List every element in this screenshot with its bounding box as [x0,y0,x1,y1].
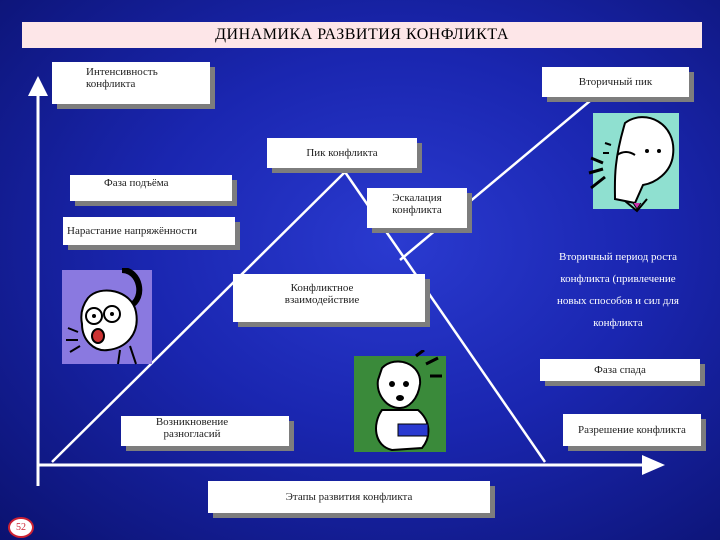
escalation-label: Эскалация конфликта [367,188,467,228]
resolution-label: Разрешение конфликта [563,414,701,446]
secondary-growth-line: Вторичный период роста [559,251,677,263]
axis-arrow-right-icon [642,455,665,475]
rise-phase-label: Фаза подъёма [70,175,232,201]
peak-label: Пик конфликта [267,138,417,168]
disagreement-label: Возникновение разногласий [121,416,289,446]
secondary-growth-label: Вторичный период роста конфликта (привле… [538,246,698,334]
intensity-label: Интенсивность конфликта [52,62,210,104]
stages-label: Этапы развития конфликта [208,481,490,513]
secondary-growth-line: конфликта (привлечение [560,273,676,285]
secondary-peak-label: Вторичный пик [542,67,689,97]
page-number: 52 [8,517,34,538]
interaction-label: Конфликтное взаимодействие [233,274,425,322]
secondary-rise-line [399,79,616,261]
secondary-growth-line: конфликта [593,317,643,329]
tension-growth-label: Нарастание напряжённости [63,217,235,245]
decline-phase-label: Фаза спада [540,359,700,381]
axis-arrow-up-icon [28,76,48,96]
thinking-man-cartoon [352,348,452,458]
shouting-man-cartoon [585,103,685,215]
rise-line [51,171,346,463]
secondary-growth-line: новых способов и сил для [557,295,679,307]
slide-title: ДИНАМИКА РАЗВИТИЯ КОНФЛИКТА [22,22,702,48]
surprised-man-cartoon [60,267,160,368]
